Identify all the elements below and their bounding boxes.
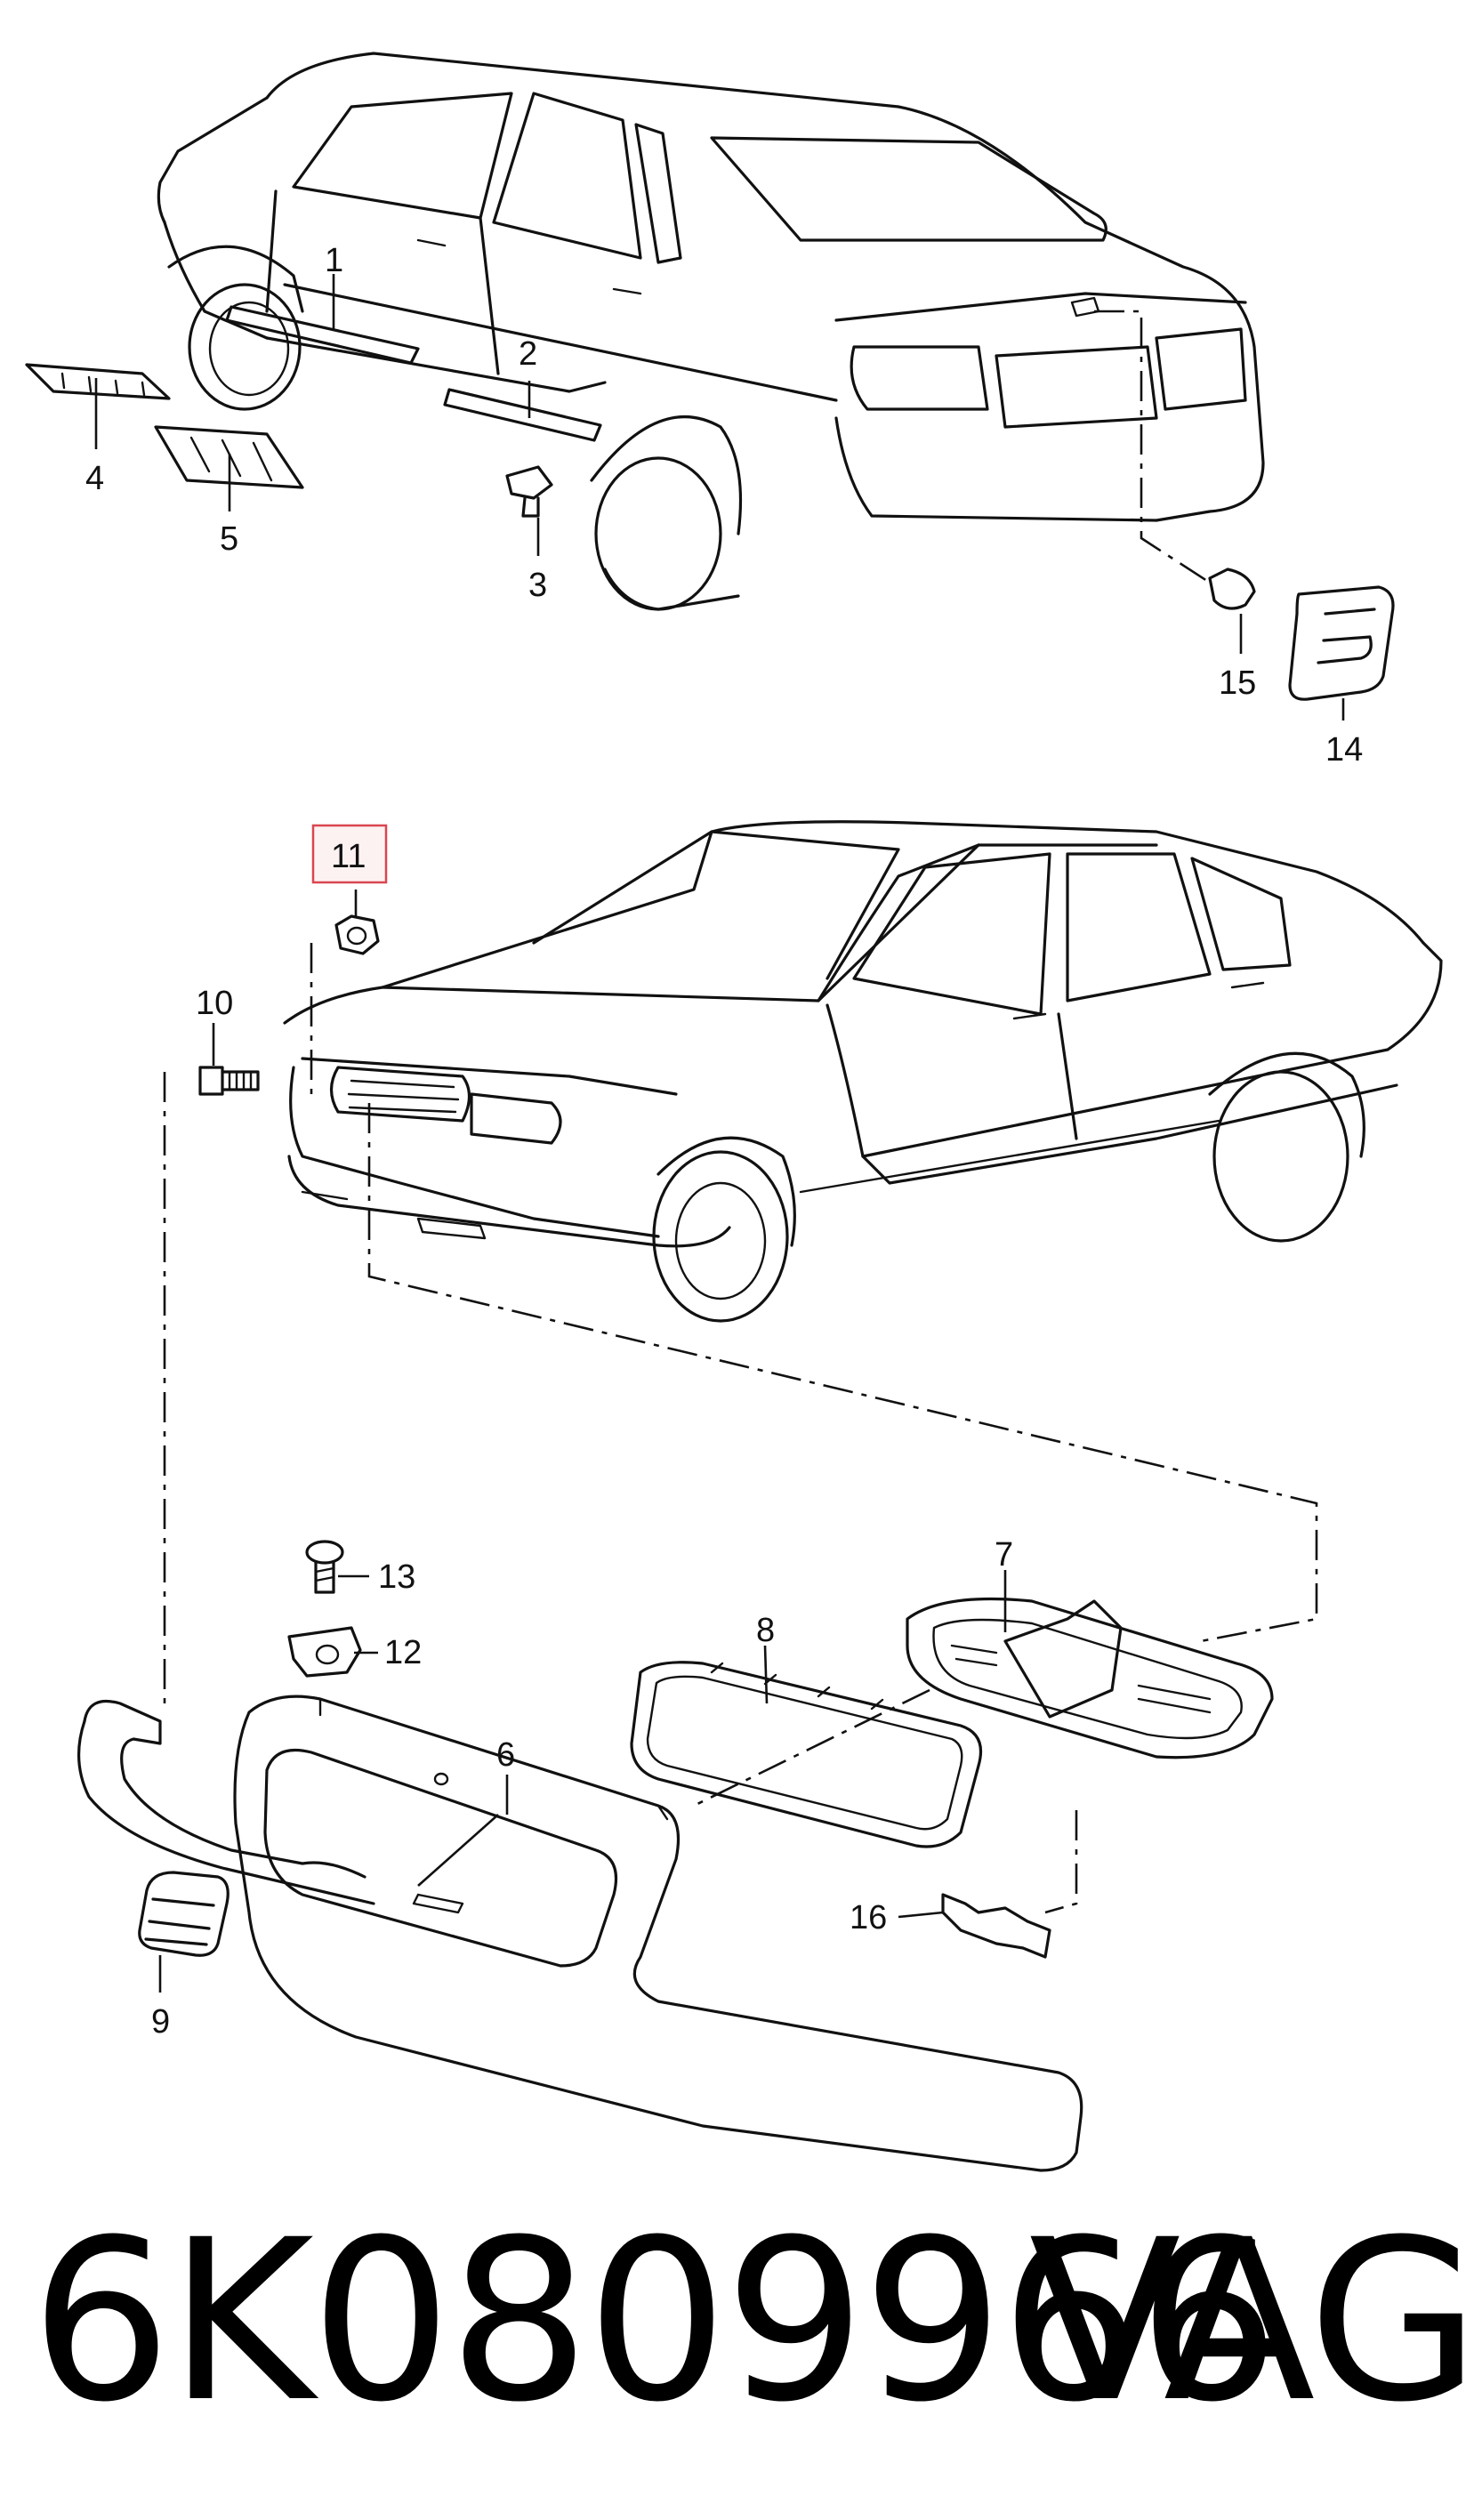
callout-13: 13 (378, 1558, 415, 1596)
callout-labels: 1 2 3 4 5 15 14 11 10 13 12 7 8 6 16 9 (85, 242, 1363, 2041)
door-sill-seal-4 (25, 363, 171, 400)
assembly-lines (163, 310, 1318, 1914)
callout-12: 12 (384, 1634, 422, 1671)
bolt-10 (198, 1066, 260, 1096)
callout-5: 5 (220, 520, 238, 558)
emblem-9 (138, 1871, 230, 1957)
screw-13 (305, 1540, 344, 1594)
nut-11 (334, 914, 380, 955)
callout-9: 9 (151, 2003, 170, 2041)
grille-inner-7 (906, 1597, 1274, 1759)
callout-3: 3 (528, 567, 547, 604)
grille-frame-8 (630, 1661, 983, 1848)
callout-16: 16 (850, 1899, 887, 1936)
callout-7: 7 (995, 1536, 1013, 1574)
callout-6: 6 (496, 1736, 515, 1774)
clip-nut-12 (287, 1626, 362, 1678)
emblem-grommet-15 (1208, 568, 1256, 610)
callout-14: 14 (1325, 731, 1363, 769)
bumper-cover-6 (77, 1695, 1083, 2172)
bracket-16 (941, 1893, 1051, 1959)
seat-emblem-14 (1288, 585, 1395, 701)
callout-1: 1 (325, 242, 343, 279)
clip-3 (505, 465, 553, 518)
rear-view-car-illustration (157, 52, 1265, 611)
leader-lines (94, 274, 1345, 1993)
callout-11: 11 (331, 838, 366, 875)
front-view-car-illustration (283, 820, 1443, 1323)
highlight-box-11 (311, 824, 388, 884)
door-sill-seal-5 (154, 425, 304, 489)
callout-8: 8 (756, 1612, 775, 1649)
brand-caption: VAG (1028, 2192, 1480, 2451)
part-number-caption: 6K0809966 (30, 2192, 1279, 2451)
callout-10: 10 (196, 985, 233, 1022)
callout-4: 4 (85, 460, 104, 497)
callout-15: 15 (1219, 664, 1256, 702)
callout-2: 2 (519, 335, 537, 373)
